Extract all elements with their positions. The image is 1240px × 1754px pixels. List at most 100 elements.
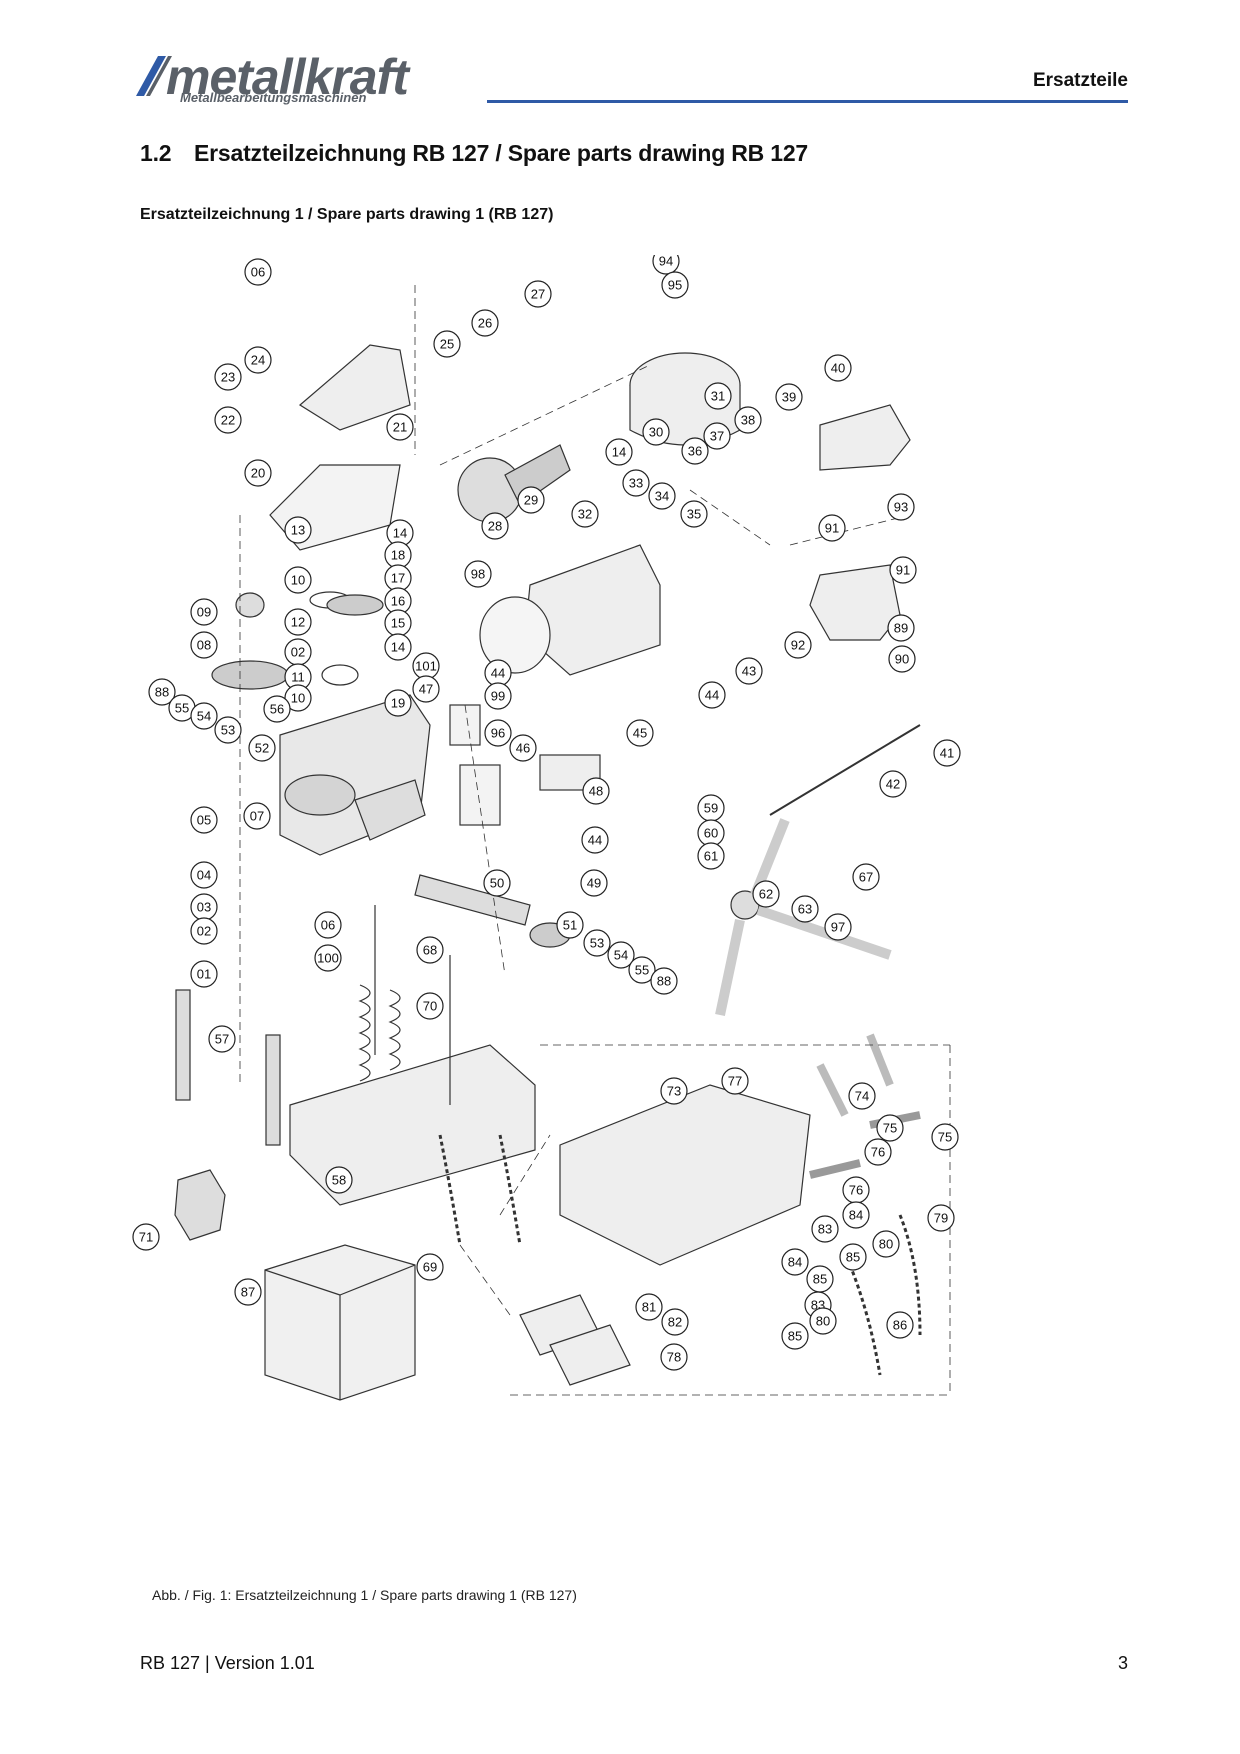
callout-27: 27 <box>524 280 552 308</box>
callout-70: 70 <box>416 992 444 1020</box>
callout-label: 95 <box>668 278 682 293</box>
callout-circle <box>190 861 218 889</box>
footer-doc-version: RB 127 | Version 1.01 <box>140 1653 315 1673</box>
callout-80: 80 <box>809 1307 837 1335</box>
callout-69: 69 <box>416 1253 444 1281</box>
callout-label: 02 <box>197 924 211 939</box>
callout-label: 91 <box>825 521 839 536</box>
callout-label: 44 <box>588 833 602 848</box>
callout-label: 99 <box>491 689 505 704</box>
callout-label: 81 <box>642 1300 656 1315</box>
callout-44: 44 <box>581 826 609 854</box>
callout-label: 02 <box>291 645 305 660</box>
callout-label: 19 <box>391 696 405 711</box>
callout-label: 10 <box>291 573 305 588</box>
callout-circle <box>752 880 780 908</box>
callout-label: 46 <box>516 741 530 756</box>
callout-42: 42 <box>879 770 907 798</box>
callout-circle <box>626 719 654 747</box>
callout-circle <box>607 941 635 969</box>
callout-04: 04 <box>190 861 218 889</box>
callout-77: 77 <box>721 1067 749 1095</box>
callout-circle <box>484 682 512 710</box>
callout-circle <box>582 777 610 805</box>
callout-label: 85 <box>788 1329 802 1344</box>
callout-label: 94 <box>659 255 673 269</box>
callout-circle <box>148 678 176 706</box>
callout-circle <box>416 936 444 964</box>
callout-circle <box>556 911 584 939</box>
callout-73: 73 <box>660 1077 688 1105</box>
callout-label: 20 <box>251 466 265 481</box>
callout-label: 05 <box>197 813 211 828</box>
callout-05: 05 <box>190 806 218 834</box>
callout-06: 06 <box>314 911 342 939</box>
callout-14: 14 <box>386 519 414 547</box>
callout-circle <box>660 1077 688 1105</box>
callout-label: 14 <box>393 526 407 541</box>
callout-label: 55 <box>175 701 189 716</box>
callout-40: 40 <box>824 354 852 382</box>
callout-07: 07 <box>243 802 271 830</box>
callout-82: 82 <box>661 1308 689 1336</box>
callout-circle <box>811 1215 839 1243</box>
callout-84: 84 <box>781 1248 809 1276</box>
callout-label: 69 <box>423 1260 437 1275</box>
callout-32: 32 <box>571 500 599 528</box>
callout-76: 76 <box>864 1138 892 1166</box>
callout-label: 35 <box>687 507 701 522</box>
callout-label: 98 <box>471 567 485 582</box>
callout-circle <box>698 681 726 709</box>
callout-label: 45 <box>633 726 647 741</box>
section-label: Ersatzteile <box>1032 70 1128 91</box>
heading-title: Ersatzteilzeichnung RB 127 / Spare parts… <box>194 140 809 166</box>
callout-circle <box>648 482 676 510</box>
callout-45: 45 <box>626 719 654 747</box>
callout-label: 97 <box>831 920 845 935</box>
figure-caption: Abb. / Fig. 1: Ersatzteilzeichnung 1 / S… <box>152 1587 577 1603</box>
callout-label: 71 <box>139 1230 153 1245</box>
callout-circle <box>132 1223 160 1251</box>
callout-label: 92 <box>791 638 805 653</box>
callout-label: 61 <box>704 849 718 864</box>
callout-label: 90 <box>895 652 909 667</box>
callout-circle <box>661 271 689 299</box>
callout-circle <box>887 493 915 521</box>
callout-02: 02 <box>190 917 218 945</box>
callout-circle <box>244 459 272 487</box>
callout-95: 95 <box>661 271 689 299</box>
callout-circle <box>214 406 242 434</box>
callout-label: 88 <box>657 974 671 989</box>
callout-label: 91 <box>896 563 910 578</box>
callout-circle <box>839 1243 867 1271</box>
callout-circle <box>864 1138 892 1166</box>
callout-98: 98 <box>464 560 492 588</box>
callout-83: 83 <box>811 1215 839 1243</box>
callout-circle <box>580 869 608 897</box>
callout-label: 77 <box>728 1074 742 1089</box>
drawing-subheading: Ersatzteilzeichnung 1 / Spare parts draw… <box>140 206 554 223</box>
callout-circle <box>284 684 312 712</box>
callout-label: 33 <box>629 476 643 491</box>
callout-21: 21 <box>386 413 414 441</box>
callout-91: 91 <box>818 514 846 542</box>
callout-label: 96 <box>491 726 505 741</box>
brand-wordmark: metallkraft <box>166 49 409 105</box>
callout-label: 18 <box>391 548 405 563</box>
callout-circle <box>734 406 762 434</box>
callout-75: 75 <box>931 1123 959 1151</box>
callout-label: 75 <box>938 1130 952 1145</box>
callout-circle <box>244 346 272 374</box>
callout-label: 62 <box>759 887 773 902</box>
callout-60: 60 <box>697 819 725 847</box>
callout-circle <box>872 1230 900 1258</box>
callout-circle <box>650 967 678 995</box>
callout-circle <box>887 614 915 642</box>
callout-33: 33 <box>622 469 650 497</box>
callout-circle <box>386 413 414 441</box>
callout-37: 37 <box>703 422 731 450</box>
callout-circle <box>703 422 731 450</box>
callout-52: 52 <box>248 734 276 762</box>
callout-88: 88 <box>148 678 176 706</box>
